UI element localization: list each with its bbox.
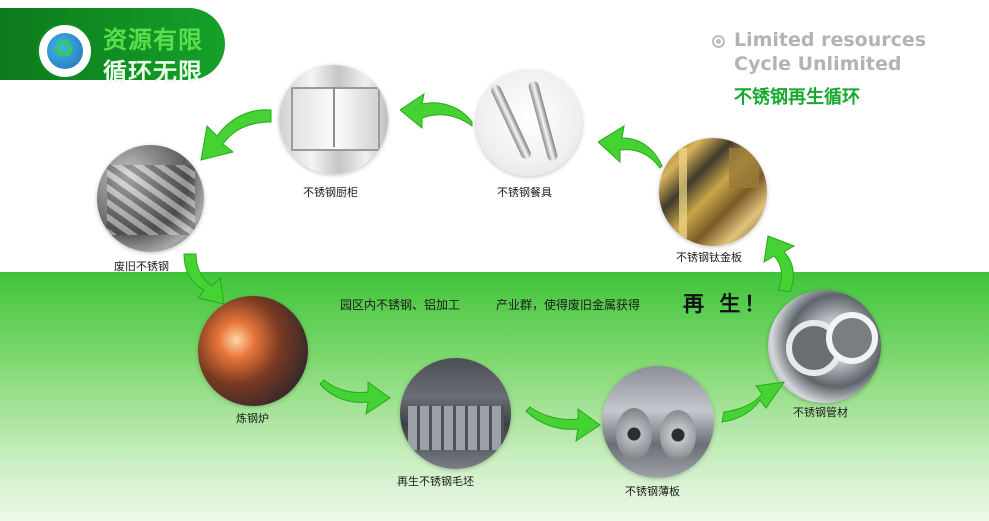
chinese-title: 不锈钢再生循环 <box>734 87 860 108</box>
arrow-scrap-to-furnace <box>183 253 225 305</box>
stainless-cabinet-photo <box>279 65 388 174</box>
recycled-billet-photo <box>400 358 511 469</box>
recycle-logo <box>36 22 94 80</box>
cabinet-label: 不锈钢厨柜 <box>303 186 358 199</box>
sheet-label: 不锈钢薄板 <box>625 485 680 498</box>
furnace-label: 炼钢炉 <box>236 412 269 425</box>
slogan-line-2: 循环无限 <box>103 58 203 86</box>
arrow-billet-to-sheet <box>525 406 601 443</box>
industry-message: 园区内不锈钢、铝加工 产业群，使得废旧金属获得 <box>340 296 640 313</box>
recycle-icon <box>47 33 83 69</box>
arrow-cutlery-to-cabinet <box>400 92 473 130</box>
ti-plate-label: 不锈钢钛金板 <box>676 251 742 264</box>
scrap-label: 废旧不锈钢 <box>114 260 169 273</box>
header-banner: 资源有限 循环无限 <box>0 8 225 86</box>
slogan-line-1: 资源有限 <box>103 26 203 54</box>
pipe-label: 不锈钢管材 <box>793 406 848 419</box>
arrow-sheet-to-pipe <box>721 381 786 423</box>
billet-label: 再生不锈钢毛坯 <box>397 475 474 488</box>
bullet-icon <box>712 35 725 48</box>
arrow-ti-to-cutlery <box>598 124 663 169</box>
stainless-pipe-photo <box>768 290 881 403</box>
arrow-pipe-to-ti <box>763 235 796 293</box>
cutlery-label: 不锈钢餐具 <box>497 186 552 199</box>
english-title-line-1: Limited resources <box>734 29 927 51</box>
scrap-stainless-photo <box>97 145 204 252</box>
arrow-furnace-to-billet <box>319 379 391 416</box>
industry-message-part2: 产业群，使得废旧金属获得 <box>496 298 641 312</box>
titanium-gold-plate-photo <box>659 138 767 246</box>
english-title-line-2: Cycle Unlimited <box>734 53 902 75</box>
stainless-sheet-coil-photo <box>602 366 714 478</box>
industry-message-part1: 园区内不锈钢、铝加工 <box>340 298 461 312</box>
arrow-cabinet-to-scrap <box>200 109 272 161</box>
steel-furnace-photo <box>198 296 308 406</box>
stainless-cutlery-photo <box>476 70 582 176</box>
regeneration-emphasis: 再 生！ <box>683 291 770 316</box>
